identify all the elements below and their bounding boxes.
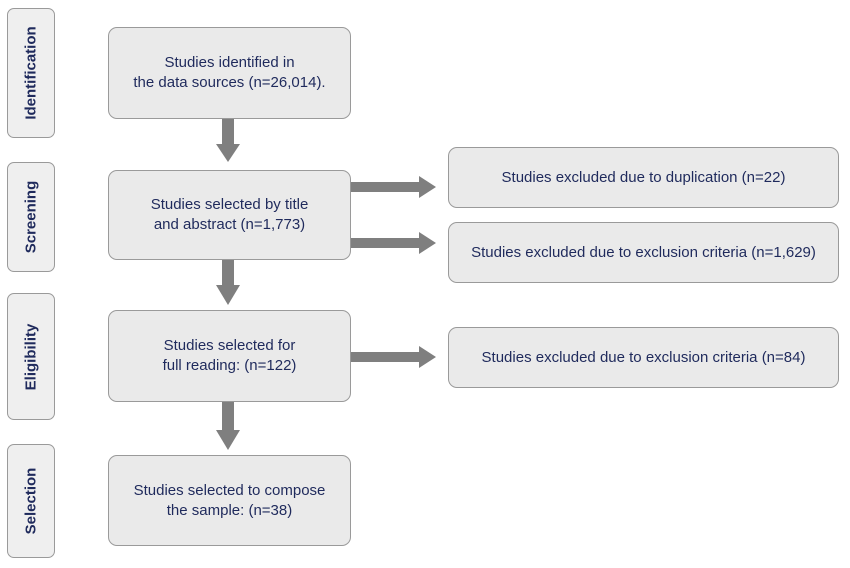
arrow-eligibility-to-selection (216, 402, 240, 450)
box-excluded-criteria-eligibility: Studies excluded due to exclusion criter… (448, 327, 839, 388)
arrow-to-criteria-screening (351, 232, 436, 254)
box-full-reading: Studies selected for full reading: (n=12… (108, 310, 351, 402)
arrow-to-criteria-eligibility (351, 346, 436, 368)
box-studies-identified-text: Studies identified in the data sources (… (133, 54, 326, 91)
arrow-to-duplication (351, 176, 436, 198)
box-excluded-duplication: Studies excluded due to duplication (n=2… (448, 147, 839, 208)
box-excluded-duplication-text: Studies excluded due to duplication (n=2… (501, 168, 786, 186)
box-excluded-criteria-eligibility-text: Studies excluded due to exclusion criter… (481, 348, 806, 366)
phase-screening: Screening (7, 162, 55, 272)
box-excluded-criteria-screening: Studies excluded due to exclusion criter… (448, 222, 839, 283)
phase-eligibility: Eligibility (7, 293, 55, 420)
box-sample: Studies selected to compose the sample: … (108, 455, 351, 546)
box-sample-text: Studies selected to compose the sample: … (133, 481, 326, 519)
phase-selection: Selection (7, 444, 55, 558)
phase-identification: Identification (7, 8, 55, 138)
box-full-reading-text: Studies selected for full reading: (n=12… (162, 337, 297, 374)
arrow-identified-to-screening (216, 119, 240, 162)
box-excluded-criteria-screening-text: Studies excluded due to exclusion criter… (471, 243, 816, 261)
box-title-abstract: Studies selected by title and abstract (… (108, 170, 351, 260)
box-studies-identified: Studies identified in the data sources (… (108, 27, 351, 119)
arrow-screening-to-eligibility (216, 260, 240, 305)
box-title-abstract-text: Studies selected by title and abstract (… (150, 196, 309, 233)
